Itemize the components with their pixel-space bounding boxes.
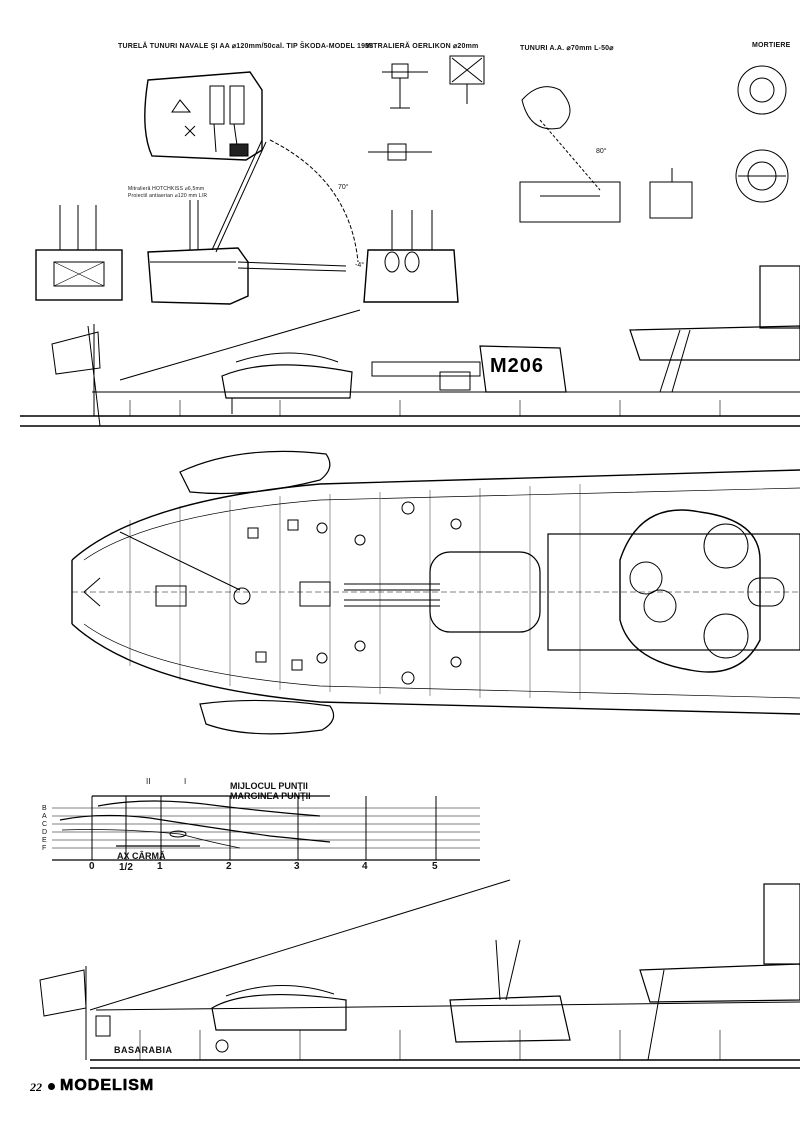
waterline-label: B (42, 805, 47, 812)
mortars-caption: MORTIERE (752, 42, 791, 49)
page-number: 22 (30, 1080, 42, 1094)
aa-gun-views (519, 86, 693, 223)
station-label: 1 (157, 861, 163, 872)
bullet-icon (48, 1083, 55, 1090)
ship-name: BASARABIA (114, 1045, 173, 1055)
waterline-label: F (42, 845, 47, 852)
lower-profile (39, 879, 800, 1069)
magazine-brand: MODELISM (60, 1077, 155, 1095)
turret-front-view-left (35, 205, 123, 301)
oerlikon-views (368, 55, 485, 161)
section-roman-i: I (184, 777, 187, 786)
angle-80-label: 80° (596, 148, 607, 155)
rudder-axis-label: AX CÂRMĂ (117, 851, 166, 861)
waterline-label: A (42, 813, 47, 820)
hull-section-plan (52, 795, 480, 861)
turret-plan-view (144, 71, 263, 161)
angle-minus4-label: -4° (355, 262, 365, 269)
section-roman-ii: II (146, 777, 151, 786)
upper-profile (20, 265, 800, 427)
mortar-views (735, 65, 789, 203)
station-label: 4 (362, 861, 368, 872)
mg-note-2: Proiectil antiaerian ⌀120 mm L/R (128, 193, 208, 199)
deck-middle-label: MIJLOCUL PUNŢII (230, 781, 308, 791)
aa-guns-caption: TUNURI A.A. ⌀70mm L-50⌀ (520, 45, 614, 52)
station-label: 3 (294, 861, 300, 872)
station-label: 5 (432, 861, 438, 872)
waterline-label: C (42, 821, 48, 828)
waterline-label: D (42, 829, 48, 836)
hull-marking: M206 (490, 355, 545, 377)
waterline-label: E (42, 837, 47, 844)
oerlikon-caption: MITRALIERĂ OERLIKON ⌀20mm (365, 43, 479, 50)
mg-note-1: Mitralieră HOTCHKISS ⌀6,5mm (128, 186, 205, 192)
turret-front-view-right (363, 210, 459, 303)
angle-70-label: 70° (338, 184, 349, 191)
station-label: 0 (89, 861, 95, 872)
turret-side-view (147, 139, 359, 305)
station-label: 2 (226, 861, 232, 872)
turret-caption: TURELĂ TUNURI NAVALE ŞI AA ⌀120mm/50cal.… (118, 43, 374, 50)
station-label: 1/2 (119, 862, 133, 873)
deck-plan (71, 450, 800, 735)
